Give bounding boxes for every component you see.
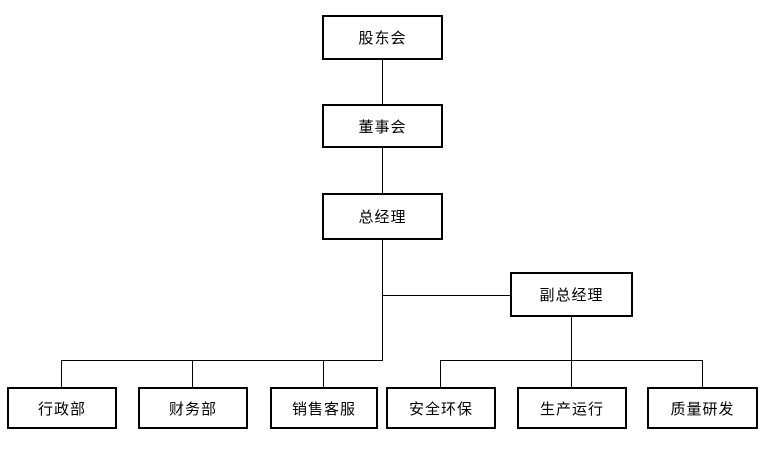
org-node-shareholders-meeting: 股东会 [322,15,443,60]
connector-general-manager-trunk [382,240,383,361]
connector-stub-sales-service [323,360,324,387]
connector-stub-finance-dept [192,360,193,387]
org-node-deputy-general-manager: 副总经理 [510,272,633,317]
connector-stub-quality-rnd [702,360,703,387]
connector-deputy-trunk [571,317,572,387]
org-node-finance-dept: 财务部 [138,387,248,429]
org-node-production-operation: 生产运行 [517,387,627,429]
org-node-safety-environment: 安全环保 [386,387,496,429]
connector-board-general-manager [382,148,383,193]
connector-stub-admin-dept [61,360,62,387]
connector-stub-safety-environment [440,360,441,387]
org-node-quality-rnd: 质量研发 [647,387,758,429]
org-node-sales-customer-service: 销售客服 [270,387,378,429]
connector-general-manager-deputy [383,295,510,296]
org-node-admin-dept: 行政部 [7,387,117,429]
connector-right-bus [441,360,702,361]
connector-shareholders-board [382,60,383,104]
org-node-general-manager: 总经理 [322,193,443,240]
connector-left-bus [62,360,383,361]
org-node-board-of-directors: 董事会 [322,104,443,148]
